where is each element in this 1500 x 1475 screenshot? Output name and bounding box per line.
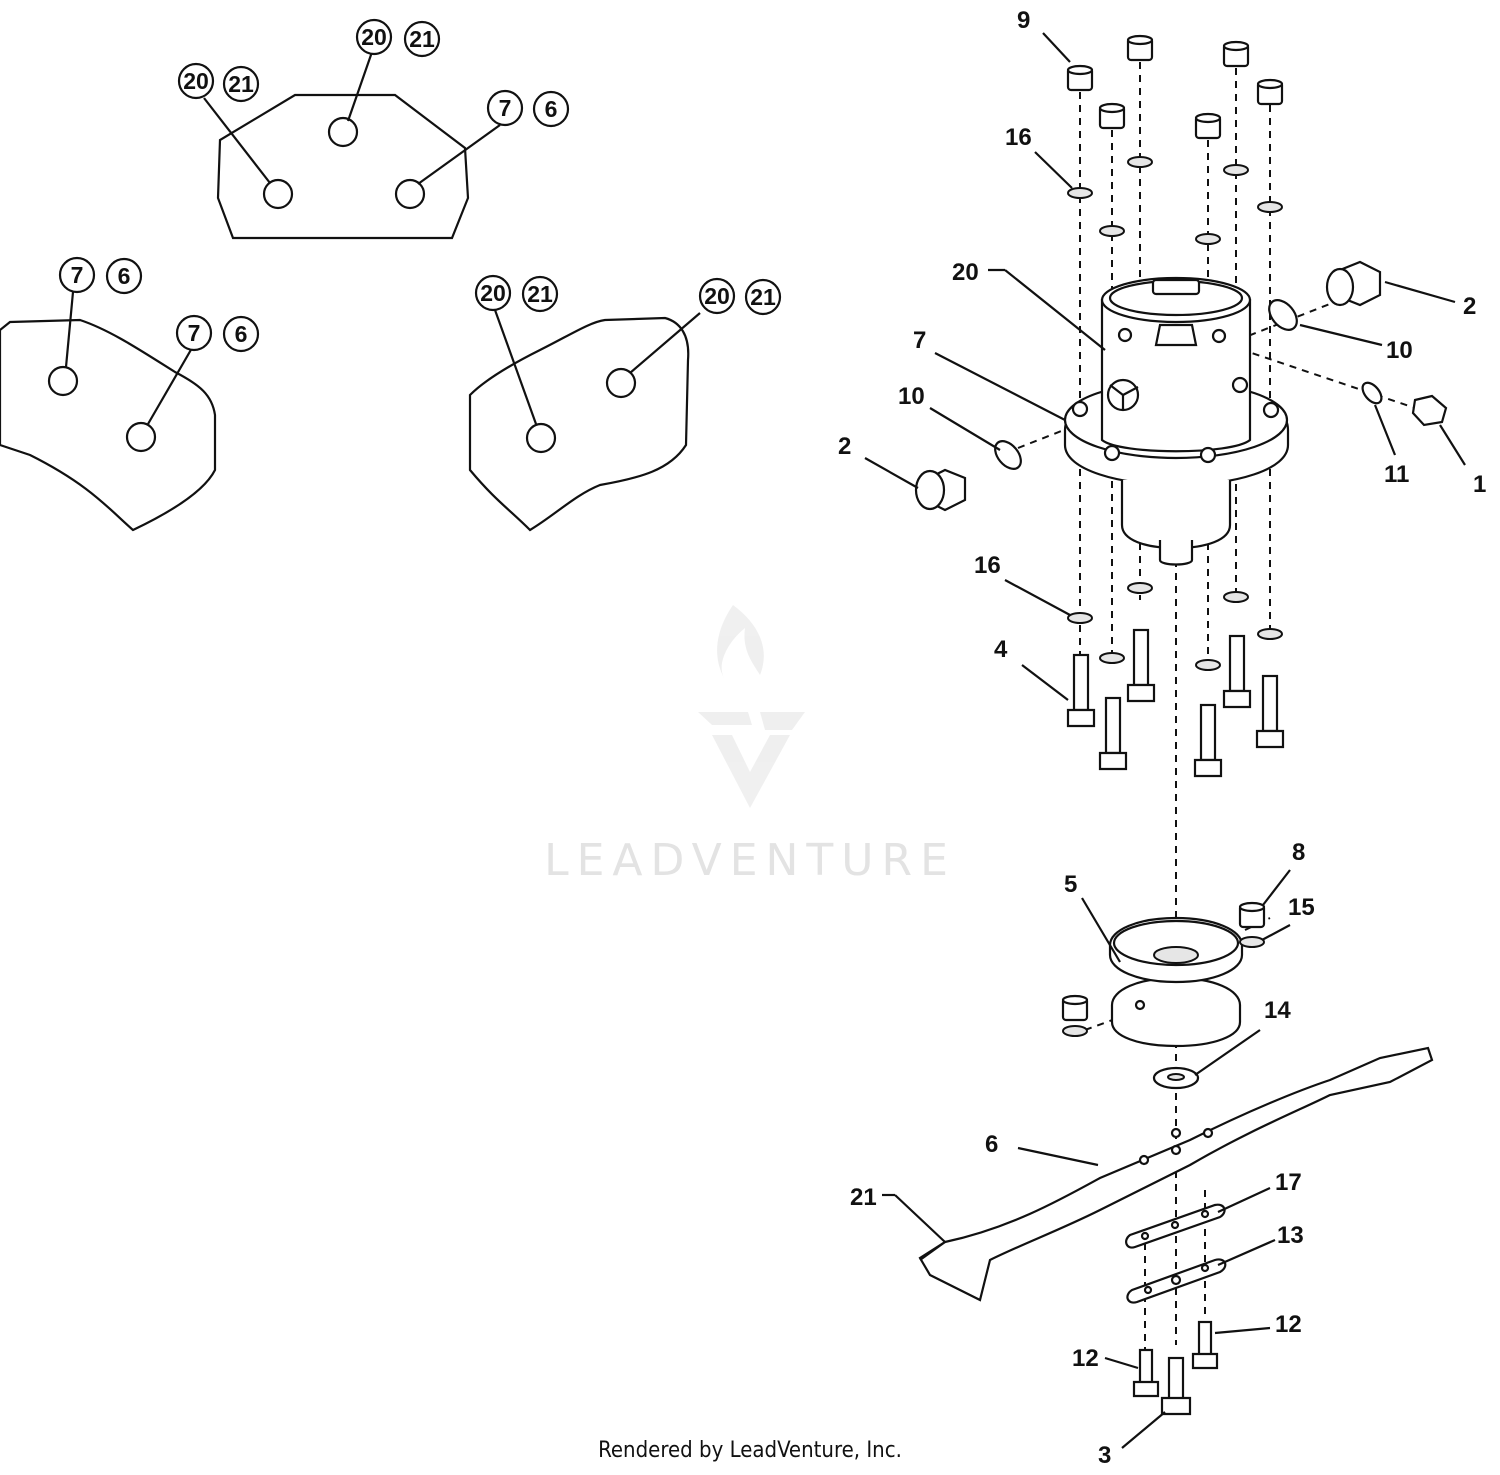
label-16-lower: 16 xyxy=(974,552,1001,579)
callout-right-b: 20 21 xyxy=(698,277,782,316)
svg-text:6: 6 xyxy=(545,96,558,122)
blade-stiffener-plates xyxy=(1125,1203,1227,1304)
svg-text:6: 6 xyxy=(235,321,248,347)
left-bushing xyxy=(914,440,1022,512)
top-washers xyxy=(1067,156,1283,245)
pulley xyxy=(1108,916,1244,1048)
callout-top-center: 20 21 xyxy=(355,18,441,58)
part-labels: 9 16 20 7 10 2 2 10 11 1 16 4 8 5 15 14 … xyxy=(838,7,1486,1469)
svg-text:7: 7 xyxy=(71,262,84,288)
svg-text:20: 20 xyxy=(361,24,387,50)
watermark-logo xyxy=(698,605,805,808)
lower-washers xyxy=(1067,582,1283,671)
callout-left-a: 7 6 xyxy=(58,256,143,295)
blade-bolts xyxy=(1132,1320,1219,1416)
label-11: 11 xyxy=(1384,461,1409,488)
svg-text:21: 21 xyxy=(409,26,435,52)
blade-hole-plate-right xyxy=(468,309,701,532)
svg-text:21: 21 xyxy=(527,281,553,307)
label-14: 14 xyxy=(1264,997,1291,1024)
watermark-text: LEADVENTURE xyxy=(544,835,956,886)
label-5: 5 xyxy=(1064,871,1077,898)
label-10-left: 10 xyxy=(898,383,925,410)
label-12-right: 12 xyxy=(1275,1311,1302,1338)
label-2-right: 2 xyxy=(1463,293,1476,320)
svg-text:20: 20 xyxy=(480,280,506,306)
label-16-top: 16 xyxy=(1005,124,1032,151)
mounting-bolts xyxy=(1066,628,1285,778)
label-20: 20 xyxy=(952,259,979,286)
svg-text:7: 7 xyxy=(499,95,512,121)
svg-text:20: 20 xyxy=(183,68,209,94)
svg-text:21: 21 xyxy=(750,284,776,310)
mower-blade xyxy=(918,1046,1434,1302)
label-2-left: 2 xyxy=(838,433,851,460)
label-3: 3 xyxy=(1098,1442,1111,1469)
spacer-washer xyxy=(1152,1066,1200,1090)
svg-text:6: 6 xyxy=(118,263,131,289)
callout-right-a: 20 21 xyxy=(474,274,559,313)
label-12-left: 12 xyxy=(1072,1345,1099,1372)
pulley-nuts xyxy=(1061,901,1266,1037)
label-1: 1 xyxy=(1473,471,1486,498)
blade-hole-plate-left xyxy=(0,291,217,532)
top-nuts xyxy=(1066,34,1284,140)
label-9: 9 xyxy=(1017,7,1030,34)
svg-text:21: 21 xyxy=(228,71,254,97)
leader-lines xyxy=(864,32,1466,1449)
svg-text:7: 7 xyxy=(188,320,201,346)
label-21: 21 xyxy=(850,1184,877,1211)
footer-credit: Rendered by LeadVenture, Inc. xyxy=(598,1438,902,1463)
label-17: 17 xyxy=(1275,1169,1302,1196)
label-8: 8 xyxy=(1292,839,1305,866)
blade-hole-plate-top xyxy=(203,51,501,240)
svg-text:20: 20 xyxy=(704,283,730,309)
spindle-housing xyxy=(1063,276,1290,566)
label-15: 15 xyxy=(1288,894,1315,921)
callout-left-b: 7 6 xyxy=(175,314,260,353)
right-bushing xyxy=(1268,260,1448,427)
label-10-right: 10 xyxy=(1386,337,1413,364)
label-13: 13 xyxy=(1277,1222,1304,1249)
callout-top-left: 20 21 xyxy=(177,62,260,103)
callout-top-right: 7 6 xyxy=(486,89,570,128)
label-7: 7 xyxy=(913,327,926,354)
label-6: 6 xyxy=(985,1131,998,1158)
label-4: 4 xyxy=(994,636,1008,663)
